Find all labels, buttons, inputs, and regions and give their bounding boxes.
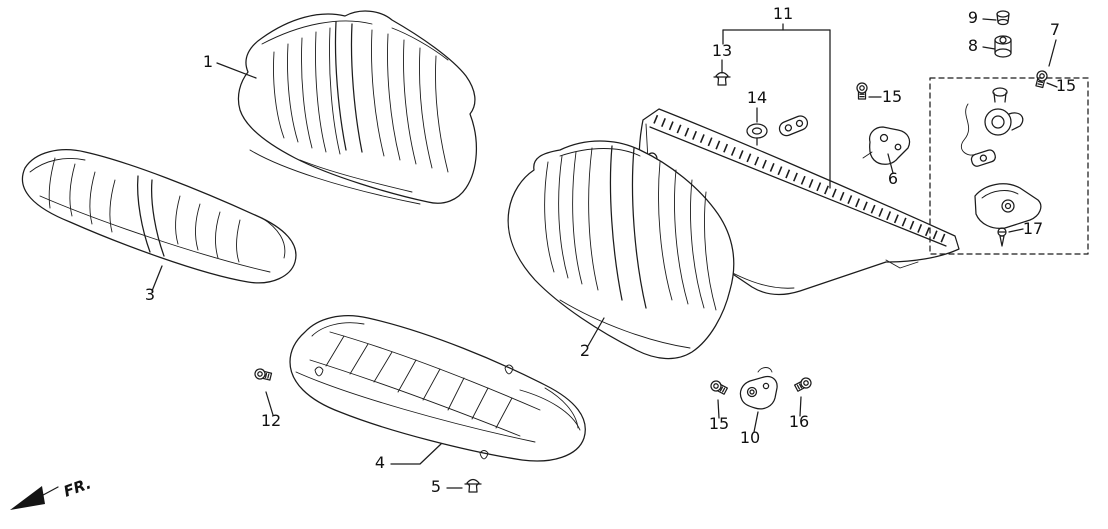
callout-1: 1 [203, 52, 213, 71]
bolt-part-12 [253, 367, 273, 383]
seat-back-2-art [507, 140, 735, 360]
strap-part-11 [778, 115, 809, 137]
leader-lines [151, 18, 1058, 489]
callout-12: 12 [261, 411, 281, 430]
bracket-part-6 [862, 126, 911, 165]
callout-15-right: 15 [1056, 76, 1076, 95]
bracket-part-10 [739, 367, 778, 410]
callout-9: 9 [968, 8, 978, 27]
seat-cushion-3-art [21, 149, 297, 284]
cylinder-part-8 [994, 35, 1012, 58]
fr-label: FR. [61, 474, 93, 500]
seat-back-1-art [237, 10, 478, 205]
callout-15-bottom: 15 [709, 414, 729, 433]
callout-6: 6 [888, 169, 898, 188]
callout-11: 11 [773, 4, 793, 23]
cap-part-9 [996, 10, 1010, 26]
grommet-part-14 [746, 123, 768, 146]
callout-16: 16 [789, 412, 809, 431]
bolt-part-15-right [1033, 69, 1049, 89]
callout-3: 3 [145, 285, 155, 304]
bolt-part-16 [793, 375, 814, 394]
callout-14: 14 [747, 88, 767, 107]
callout-labels: 1 2 3 4 5 6 7 8 9 10 11 12 13 14 15 15 1… [145, 4, 1076, 496]
clip-part-13 [713, 71, 731, 86]
screw-part-17 [997, 227, 1007, 247]
callout-5: 5 [431, 477, 441, 496]
clip-part-5 [464, 478, 482, 493]
lock-assembly-box [929, 69, 1089, 255]
bolt-part-15-top [856, 82, 868, 100]
callout-7: 7 [1050, 20, 1060, 39]
callout-17: 17 [1023, 219, 1043, 238]
callout-4: 4 [375, 453, 385, 472]
seat-cushion-4-art [289, 315, 586, 462]
bolt-part-15-bottom [708, 378, 729, 397]
callout-13: 13 [712, 41, 732, 60]
callout-8: 8 [968, 36, 978, 55]
callout-2: 2 [580, 341, 590, 360]
callout-15-top: 15 [882, 87, 902, 106]
fr-direction-arrow: FR. [10, 474, 93, 510]
callout-10: 10 [740, 428, 760, 447]
